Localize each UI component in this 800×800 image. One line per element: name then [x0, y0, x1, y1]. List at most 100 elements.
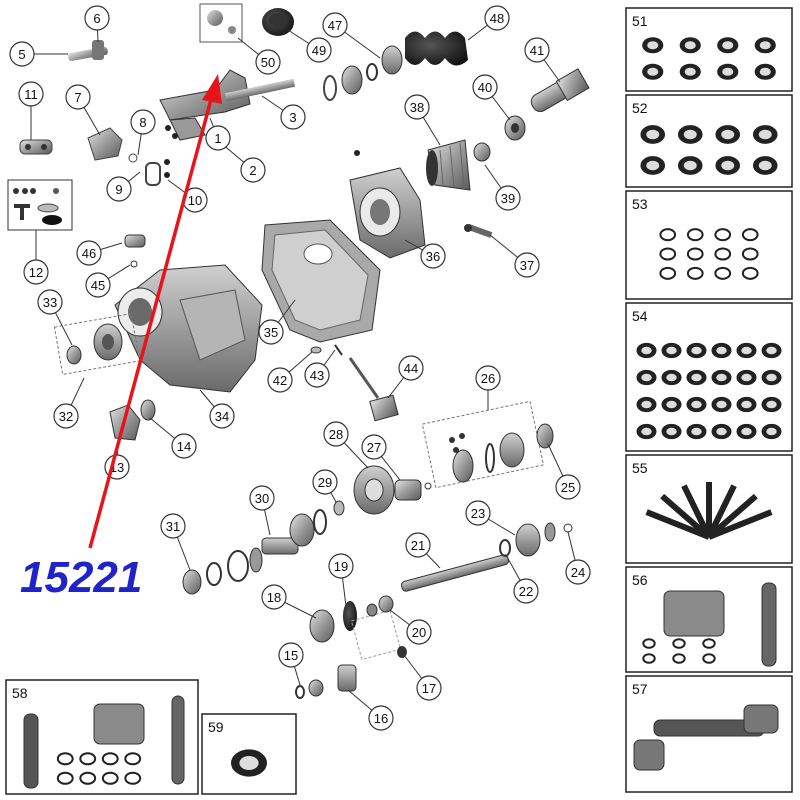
callout-label: 16	[374, 711, 388, 726]
callout-label: 11	[24, 87, 38, 102]
part-sensor	[207, 10, 236, 34]
callout-label: 49	[312, 43, 326, 58]
callout-21: 21	[405, 532, 431, 558]
kit-panel-label: 55	[632, 460, 648, 476]
callout-14: 14	[171, 433, 197, 459]
callout-label: 9	[115, 182, 122, 197]
callout-circle	[404, 94, 430, 120]
callout-circle	[160, 513, 186, 539]
kit-part	[761, 582, 777, 667]
part-bracket	[87, 127, 123, 161]
kit-ring-bore	[666, 373, 677, 382]
part-front-case	[114, 264, 263, 393]
kit-ring-bore	[647, 67, 659, 76]
callout-label: 29	[318, 475, 332, 490]
kit-ring-bore	[646, 129, 660, 140]
callout-45: 45	[85, 272, 111, 298]
callout-label: 38	[410, 100, 424, 115]
kit-panel-55[interactable]: 55	[625, 454, 793, 564]
callout-38: 38	[404, 94, 430, 120]
part-slip-yoke	[530, 68, 590, 112]
kit-ring	[702, 638, 716, 649]
kit-panel-56[interactable]: 56	[625, 566, 793, 673]
kit-panel-51[interactable]: 51	[625, 7, 793, 92]
kit-part	[171, 695, 185, 785]
callout-label: 41	[530, 43, 544, 58]
callout-label: 17	[422, 681, 436, 696]
callout-label: 1	[214, 131, 221, 146]
callout-label: 6	[93, 11, 100, 26]
kit-ring	[101, 771, 119, 785]
kit-ring	[56, 752, 74, 766]
callout-circle	[322, 12, 348, 38]
callout-label: 50	[261, 55, 275, 70]
kit-ring	[741, 266, 759, 280]
kit-ring-bore	[666, 400, 677, 409]
kit-ring-bore	[766, 373, 777, 382]
callout-circle	[9, 41, 35, 67]
callout-30: 30	[249, 485, 275, 511]
kit-ring	[672, 653, 686, 664]
callout-label: 26	[481, 371, 495, 386]
kit-panel-53[interactable]: 53	[625, 190, 793, 300]
kit-panel-58[interactable]: 58	[5, 679, 199, 795]
part-front-output-box	[53, 313, 141, 375]
callout-circle	[484, 5, 510, 31]
kit-panel-52[interactable]: 52	[625, 94, 793, 188]
callout-circle	[475, 365, 501, 391]
callout-1: 1	[205, 125, 231, 151]
part-pump-gear	[308, 664, 357, 697]
callout-19: 19	[328, 553, 354, 579]
kit-ring-bore	[683, 129, 697, 140]
callout-29: 29	[312, 469, 338, 495]
callout-circle	[18, 81, 44, 107]
callout-6: 6	[84, 5, 110, 31]
callout-label: 31	[166, 519, 180, 534]
part-cup-plug	[262, 8, 294, 36]
callout-circle	[249, 485, 275, 511]
callout-circle	[405, 532, 431, 558]
callout-47: 47	[322, 12, 348, 38]
kit-ring	[686, 247, 704, 261]
part-boot	[405, 31, 468, 66]
kit-ring-bore	[716, 346, 727, 355]
callout-50: 50	[255, 49, 281, 75]
callout-circle	[240, 157, 266, 183]
part-flange-assembly	[323, 45, 403, 101]
callout-label: 14	[177, 439, 191, 454]
callout-circle	[76, 240, 102, 266]
kit-panel-label: 59	[208, 719, 224, 735]
part-planetary-gear	[353, 465, 395, 515]
callout-2: 2	[240, 157, 266, 183]
kit-ring-bore	[759, 41, 771, 50]
kit-ring	[101, 752, 119, 766]
part-sun-gear	[394, 479, 432, 501]
callout-17: 17	[416, 675, 442, 701]
part-main-shaft	[400, 554, 510, 592]
callout-circle	[209, 403, 235, 429]
kit-part	[743, 704, 779, 734]
kit-panel-59[interactable]: 59	[201, 713, 297, 795]
callout-41: 41	[524, 37, 550, 63]
callout-5: 5	[9, 41, 35, 67]
kit-panel-54[interactable]: 54	[625, 302, 793, 452]
callout-label: 27	[367, 440, 381, 455]
kit-ring-bore	[683, 160, 697, 171]
callout-circle	[267, 367, 293, 393]
kit-ring-bore	[647, 41, 659, 50]
callout-label: 20	[412, 625, 426, 640]
part-washer-24	[563, 523, 573, 533]
callout-circle	[23, 259, 49, 285]
part-bearing	[504, 115, 526, 141]
kit-panel-57[interactable]: 57	[625, 675, 793, 793]
callout-label: 30	[255, 491, 269, 506]
kit-ring-bore	[641, 346, 652, 355]
kit-ring	[659, 266, 677, 280]
callout-40: 40	[472, 74, 498, 100]
callout-circle	[280, 104, 306, 130]
callout-46: 46	[76, 240, 102, 266]
highlighted-part-number: 15221	[20, 553, 142, 602]
kit-panel-label: 52	[632, 100, 648, 116]
kit-ring-bore	[766, 346, 777, 355]
kit-ring-bore	[741, 427, 752, 436]
